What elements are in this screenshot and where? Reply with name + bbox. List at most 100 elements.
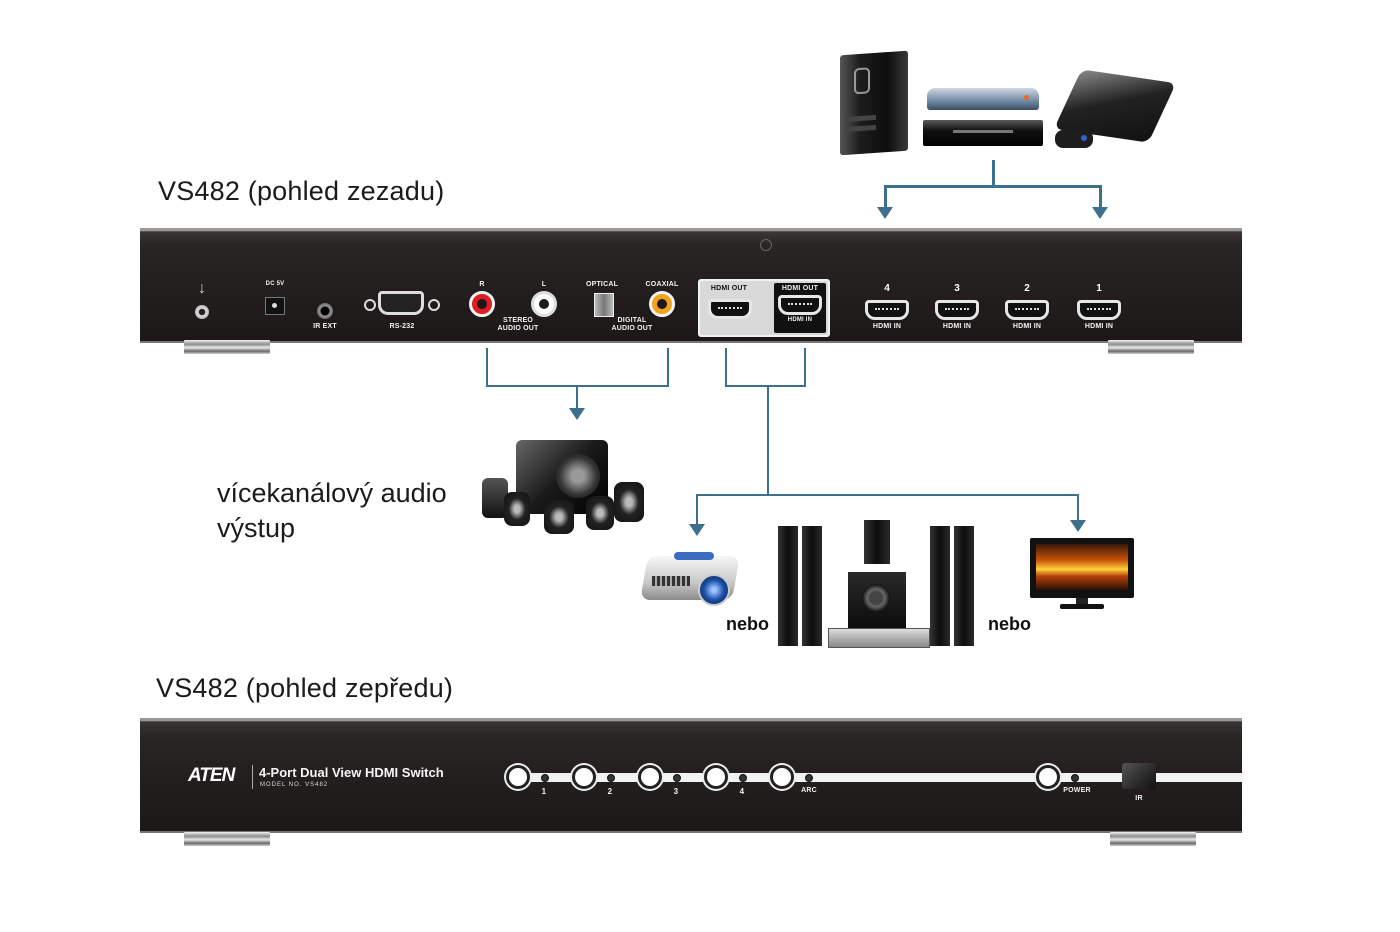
dvd-player-icon <box>923 120 1043 146</box>
hdmi-input-number: 4 <box>884 283 890 294</box>
hdmi-port-icon <box>865 300 909 320</box>
input-4-button[interactable]: 4 <box>704 765 754 805</box>
power-button-icon[interactable] <box>1036 765 1060 789</box>
hdmi-output-group: HDMI OUT HDMI OUT HDMI IN <box>698 279 830 337</box>
rs232-port: RS-232 <box>364 289 440 337</box>
input-2-led-icon <box>607 774 615 782</box>
input-1-label: 1 <box>541 787 547 796</box>
hdmi-port-icon <box>935 300 979 320</box>
rear-panel: ↓ DC 5V IR EXT RS-232 R L STEREO AUDIO O… <box>140 228 1242 343</box>
set-top-box-icon <box>927 88 1039 110</box>
hdmi-input-label: HDMI IN <box>942 323 972 330</box>
or-label-left: nebo <box>726 614 769 634</box>
hdmi-input-2: 2 HDMI IN <box>1002 283 1052 335</box>
hdmi-out-2-sub-label: HDMI IN <box>787 317 813 323</box>
audio-connector-stem <box>576 385 578 409</box>
source-connector-stem <box>992 160 995 186</box>
or-label-right: nebo <box>988 614 1031 634</box>
desktop-pc-icon <box>840 50 908 156</box>
arc-button-icon[interactable] <box>770 765 794 789</box>
hdmi-out-2-label: HDMI OUT <box>781 285 819 292</box>
stereo-audio-out: R L STEREO AUDIO OUT <box>466 281 566 337</box>
hdmi-input-label: HDMI IN <box>1012 323 1042 330</box>
source-connector-right-drop <box>1099 185 1102 207</box>
hdmi-port-icon <box>1005 300 1049 320</box>
video-connector-right <box>804 348 806 386</box>
audio-connector-right <box>667 348 669 386</box>
power-jack: DC 5V <box>258 281 292 327</box>
digital-audio-out: OPTICAL COAXIAL DIGITAL AUDIO OUT <box>580 281 680 337</box>
video-branch-left-drop <box>696 494 698 524</box>
input-3-label: 3 <box>673 787 679 796</box>
arrow-down-icon <box>689 524 705 536</box>
brand-divider <box>252 765 253 789</box>
video-branch-bar <box>696 494 1079 496</box>
ir-ext-port: IR EXT <box>310 303 340 337</box>
screw-icon <box>760 239 772 251</box>
power-label: POWER <box>1063 787 1091 794</box>
rear-foot-left <box>184 340 270 354</box>
brand-logo: ATEN <box>188 765 235 786</box>
rca-r-label: R <box>479 281 485 288</box>
input-4-label: 4 <box>739 787 745 796</box>
hdmi-input-number: 3 <box>954 283 960 294</box>
ir-receiver: IR <box>1122 763 1160 811</box>
ground-arrow-icon: ↓ <box>198 280 206 297</box>
rear-view-title: VS482 (pohled zezadu) <box>158 176 445 206</box>
arrow-down-icon <box>1070 520 1086 532</box>
input-1-led-icon <box>541 774 549 782</box>
input-2-button-icon[interactable] <box>572 765 596 789</box>
rca-l-label: L <box>541 281 547 288</box>
arrow-down-icon <box>569 408 585 420</box>
speaker-system-icon <box>478 436 648 536</box>
hdmi-out-1-port-icon <box>708 299 752 319</box>
input-1-button[interactable]: 1 <box>506 765 556 805</box>
front-panel: ATEN 4-Port Dual View HDMI Switch MODEL … <box>140 718 1242 833</box>
hdmi-input-number: 1 <box>1096 283 1102 294</box>
ground-screw-icon <box>195 305 209 319</box>
source-connector-left-drop <box>884 185 887 207</box>
hdmi-out-2-block: HDMI OUT HDMI IN <box>774 283 826 333</box>
hdmi-input-3: 3 HDMI IN <box>932 283 982 335</box>
hdmi-port-icon <box>1077 300 1121 320</box>
power-label: DC 5V <box>265 281 285 287</box>
game-controller-icon <box>1055 130 1093 148</box>
input-2-button[interactable]: 2 <box>572 765 622 805</box>
input-3-button-icon[interactable] <box>638 765 662 789</box>
optical-label: OPTICAL <box>585 281 619 288</box>
rs232-label: RS-232 <box>389 323 415 330</box>
multichannel-audio-label: vícekanálový audio výstup <box>217 478 447 543</box>
optical-port-icon <box>594 293 614 317</box>
video-connector-left <box>725 348 727 386</box>
rca-red-jack-icon <box>469 291 495 317</box>
hdmi-input-4: 4 HDMI IN <box>862 283 912 335</box>
ir-window-icon <box>1122 763 1156 789</box>
product-name: 4-Port Dual View HDMI Switch <box>259 765 444 780</box>
input-1-button-icon[interactable] <box>506 765 530 789</box>
arrow-down-icon <box>877 207 893 219</box>
arc-button[interactable]: ARC <box>770 765 830 805</box>
coaxial-jack-icon <box>649 291 675 317</box>
rear-foot-right <box>1108 340 1194 354</box>
power-button[interactable]: POWER <box>1036 765 1106 805</box>
arc-led-icon <box>805 774 813 782</box>
digital-label: DIGITAL AUDIO OUT <box>611 317 653 332</box>
power-jack-icon <box>265 297 285 315</box>
ir-ext-label: IR EXT <box>313 323 337 330</box>
power-led-icon <box>1071 774 1079 782</box>
hdmi-out-2-port-icon <box>778 295 822 315</box>
db9-connector-icon <box>378 291 424 315</box>
hdmi-input-number: 2 <box>1024 283 1030 294</box>
hdmi-input-1: 1 HDMI IN <box>1074 283 1124 335</box>
input-4-button-icon[interactable] <box>704 765 728 789</box>
arc-label: ARC <box>801 787 817 794</box>
coaxial-label: COAXIAL <box>645 281 679 288</box>
front-stripe <box>512 773 1242 782</box>
video-branch-right-drop <box>1077 494 1079 520</box>
hdmi-input-label: HDMI IN <box>1084 323 1114 330</box>
stereo-label: STEREO AUDIO OUT <box>497 317 539 332</box>
hdmi-out-1-label: HDMI OUT <box>710 285 748 292</box>
front-foot-left <box>184 832 270 846</box>
rca-white-jack-icon <box>531 291 557 317</box>
input-3-button[interactable]: 3 <box>638 765 688 805</box>
